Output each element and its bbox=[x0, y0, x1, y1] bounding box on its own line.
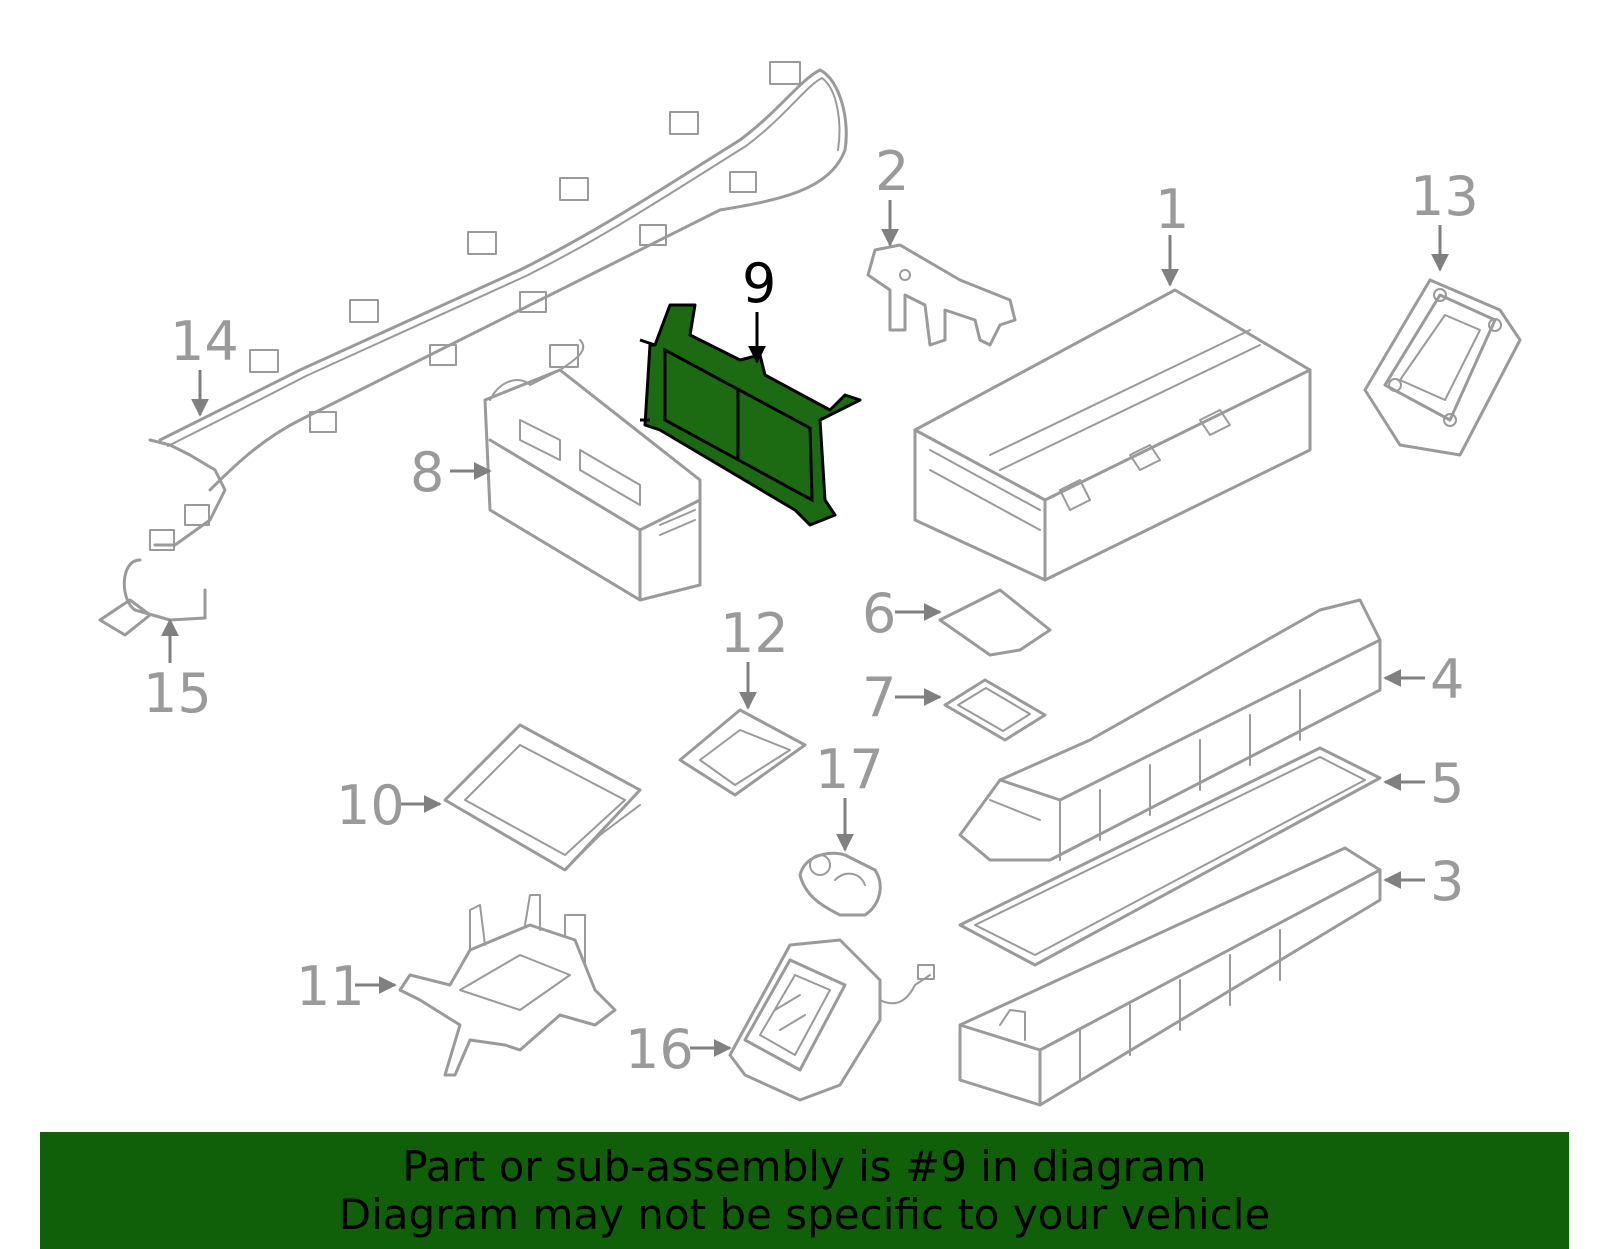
callout-12: 12 bbox=[720, 602, 789, 665]
callout-6: 6 bbox=[862, 582, 896, 645]
part-10-board bbox=[443, 723, 642, 872]
callout-8: 8 bbox=[410, 441, 444, 504]
part-15-cable bbox=[98, 558, 207, 637]
callout-14: 14 bbox=[170, 310, 239, 373]
info-banner: Part or sub-assembly is #9 in diagram Di… bbox=[40, 1132, 1569, 1249]
part-13-cover bbox=[1363, 278, 1522, 457]
part-3-tray bbox=[958, 846, 1382, 1107]
part-14-wiring-harness bbox=[148, 61, 848, 551]
part-9-bracket-highlighted bbox=[639, 303, 862, 527]
part-1-battery-module bbox=[913, 288, 1312, 582]
leader-lines bbox=[161, 200, 1449, 1057]
callout-17: 17 bbox=[815, 738, 884, 801]
part-5-gasket-sheet bbox=[958, 746, 1382, 967]
part-7-gasket bbox=[943, 678, 1047, 742]
part-6-pad bbox=[938, 588, 1052, 657]
callout-13: 13 bbox=[1410, 165, 1479, 228]
callout-4: 4 bbox=[1430, 648, 1464, 711]
callout-7: 7 bbox=[862, 666, 896, 729]
callout-3: 3 bbox=[1430, 850, 1464, 913]
callout-5: 5 bbox=[1430, 752, 1464, 815]
callout-11: 11 bbox=[296, 955, 365, 1018]
callout-9-active: 9 bbox=[742, 252, 776, 315]
part-16-housing bbox=[728, 938, 935, 1102]
banner-line-1: Part or sub-assembly is #9 in diagram bbox=[402, 1141, 1207, 1191]
callout-2: 2 bbox=[875, 140, 909, 203]
callout-1: 1 bbox=[1155, 178, 1189, 241]
part-4-upper-cover bbox=[958, 598, 1382, 862]
callout-15: 15 bbox=[143, 662, 212, 725]
callout-10: 10 bbox=[336, 774, 405, 837]
part-17-connector bbox=[798, 851, 882, 917]
part-12-plate bbox=[678, 708, 807, 797]
part-11-frame-bracket bbox=[398, 894, 617, 1077]
callout-16: 16 bbox=[625, 1018, 694, 1081]
banner-line-2: Diagram may not be specific to your vehi… bbox=[338, 1189, 1271, 1239]
part-2-bracket bbox=[866, 243, 1017, 347]
part-8-module bbox=[483, 339, 702, 602]
